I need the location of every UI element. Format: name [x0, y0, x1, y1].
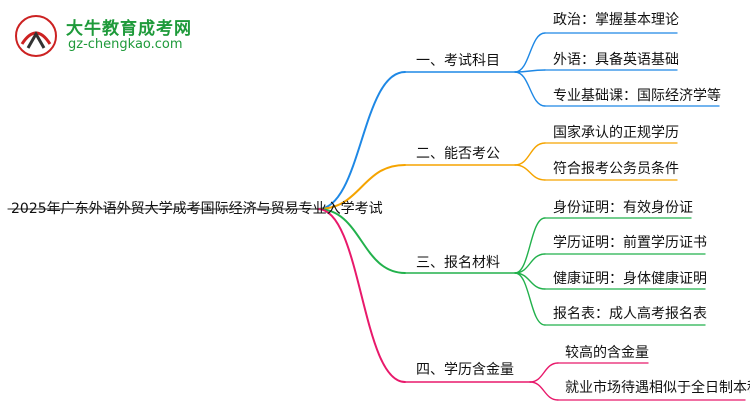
root-topic: 2025年广东外语外贸大学成考国际经济与贸易专业入学考试 [11, 201, 383, 217]
leaf-curve [529, 362, 559, 383]
logo-url: gz-chengkao.com [68, 37, 183, 52]
leaf-identity-proof: 身份证明：有效身份证 [553, 200, 693, 216]
branch-curve [317, 71, 406, 210]
leaf-politics: 政治：掌握基本理论 [553, 12, 679, 28]
leaf-curve [514, 217, 546, 274]
logo-title: 大牛教育成考网 [66, 19, 192, 39]
branch-civil-service: 二、能否考公 [416, 146, 500, 162]
leaf-employment-treatment: 就业市场待遇相似于全日制本科生 [565, 380, 750, 396]
leaf-curve [514, 164, 546, 181]
leaf-foreign-language: 外语：具备英语基础 [553, 52, 679, 68]
branch-exam-subjects: 一、考试科目 [416, 53, 500, 69]
logo-badge-icon [15, 15, 57, 57]
leaf-curve [514, 272, 546, 326]
leaf-recognized-degree: 国家承认的正规学历 [553, 125, 679, 141]
leaf-curve [514, 32, 546, 73]
leaf-high-value: 较高的含金量 [565, 345, 649, 361]
leaf-civil-eligibility: 符合报考公务员条件 [553, 161, 679, 177]
leaf-curve [514, 142, 546, 166]
leaf-curve [514, 71, 546, 107]
branch-curve [317, 164, 406, 210]
branch-curve [317, 208, 406, 383]
leaf-education-proof: 学历证明：前置学历证书 [553, 235, 707, 251]
branch-degree-value: 四、学历含金量 [416, 362, 514, 378]
site-logo[interactable]: 大牛教育成考网 gz-chengkao.com [14, 12, 204, 58]
leaf-curve [529, 381, 559, 401]
branch-curve [317, 208, 406, 274]
leaf-curve [514, 253, 546, 274]
leaf-application-form: 报名表：成人高考报名表 [553, 306, 707, 322]
leaf-major-basics: 专业基础课：国际经济学等 [553, 88, 721, 104]
branch-application-materials: 三、报名材料 [416, 255, 500, 271]
leaf-health-proof: 健康证明：身体健康证明 [553, 271, 707, 287]
